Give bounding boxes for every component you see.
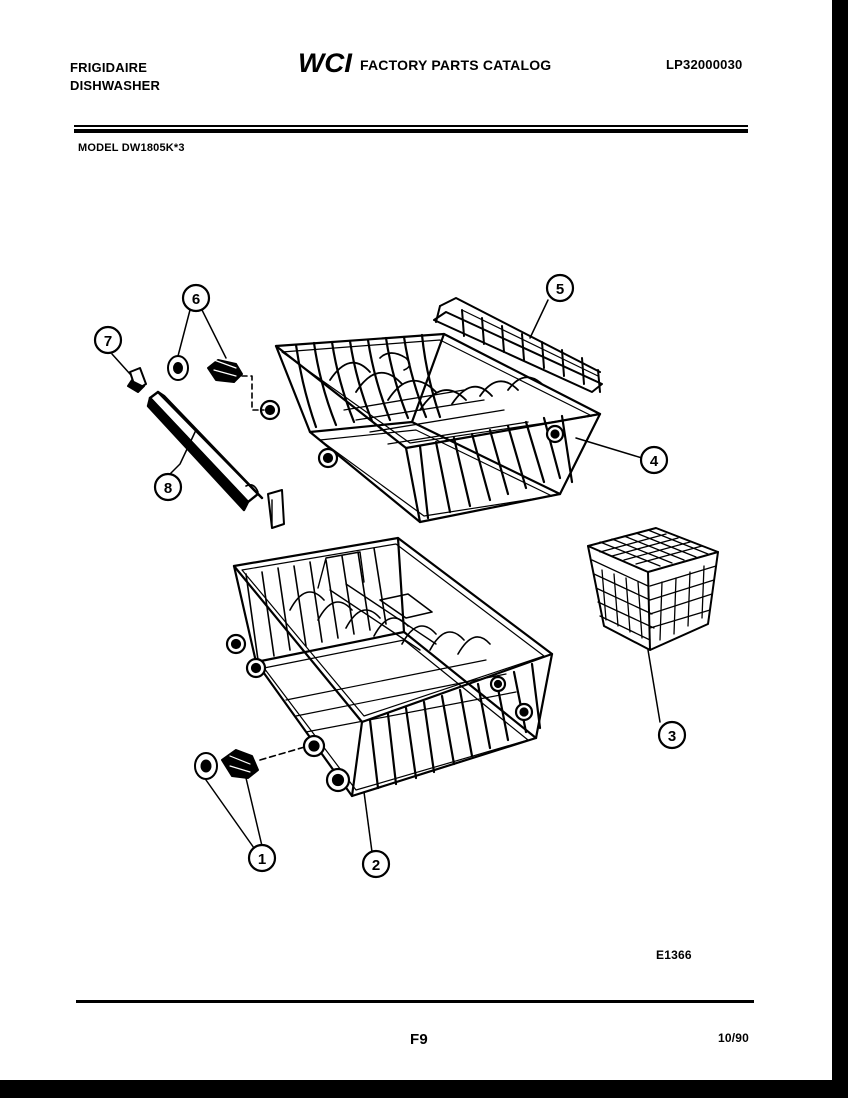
header-rule-thin xyxy=(74,125,748,127)
callout-2: 2 xyxy=(361,849,391,879)
exploded-parts-diagram: 1 2 3 4 5 6 7 8 xyxy=(93,273,719,879)
callout-8-label: 8 xyxy=(164,480,172,497)
drawing-id: E1366 xyxy=(656,948,692,962)
lower-roller-assembly xyxy=(194,745,309,780)
brand-line-2: DISHWASHER xyxy=(70,78,161,93)
wci-logo-mark: WCI xyxy=(298,48,353,78)
leader-lines xyxy=(111,299,661,853)
cup-shelf xyxy=(433,297,603,393)
callout-6: 6 xyxy=(181,283,211,313)
silverware-basket xyxy=(587,527,719,651)
callout-3-label: 3 xyxy=(668,728,676,745)
upper-roller-assembly xyxy=(167,355,265,411)
lower-rack xyxy=(225,536,554,798)
revision-date: 10/90 xyxy=(718,1031,750,1045)
wci-logo: WCI xyxy=(296,48,354,78)
callout-4-label: 4 xyxy=(650,453,659,470)
slide-track xyxy=(146,390,264,512)
callout-5: 5 xyxy=(545,273,575,303)
wci-logo-text: WCI xyxy=(298,48,353,76)
callout-7-label: 7 xyxy=(104,333,112,350)
callout-5-label: 5 xyxy=(556,281,564,298)
upper-rack xyxy=(259,332,602,524)
page-label: F9 xyxy=(410,1031,428,1048)
model-line: MODEL DW1805K*3 xyxy=(78,142,185,154)
parts-catalog-sheet: FRIGIDAIRE DISHWASHER WCI FACTORY PARTS … xyxy=(0,0,832,1080)
end-stop xyxy=(127,367,285,529)
callout-2-label: 2 xyxy=(372,857,380,874)
callout-4: 4 xyxy=(639,445,669,475)
footer-rule xyxy=(76,1000,754,1003)
callout-1: 1 xyxy=(247,843,277,873)
callout-1-label: 1 xyxy=(258,851,266,868)
catalog-number: LP32000030 xyxy=(666,57,743,72)
callout-3: 3 xyxy=(657,720,687,750)
brand-line-1: FRIGIDAIRE xyxy=(70,60,148,75)
catalog-title: FACTORY PARTS CATALOG xyxy=(360,57,552,73)
callout-8: 8 xyxy=(153,472,183,502)
header-rule-thick xyxy=(74,129,748,133)
callout-7: 7 xyxy=(93,325,123,355)
callout-6-label: 6 xyxy=(192,291,200,308)
